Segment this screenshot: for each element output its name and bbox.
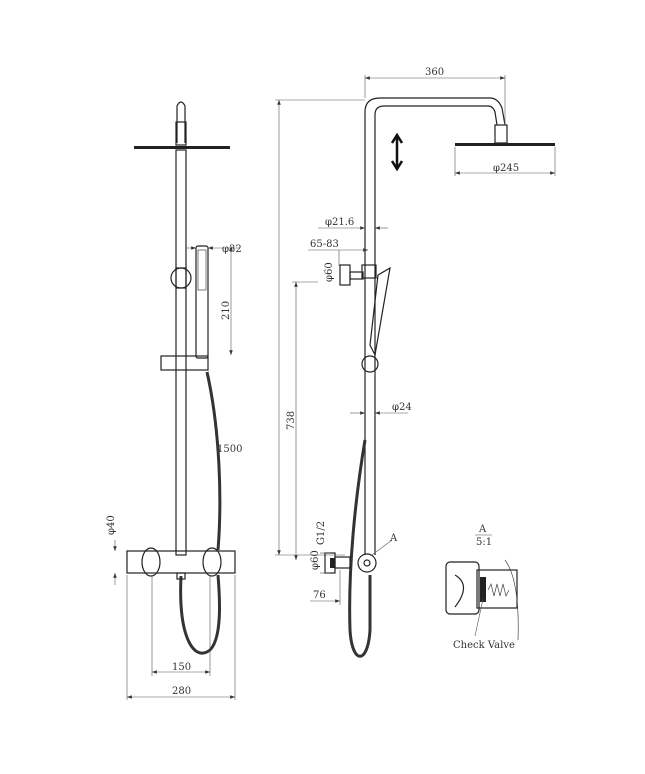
detail-scale: 5:1 <box>476 537 492 548</box>
front-view: φ32 210 1500 φ40 150 280 <box>106 101 242 700</box>
check-valve-label: Check Valve <box>453 640 515 651</box>
slider <box>160 355 209 371</box>
thread-fill <box>330 558 335 568</box>
head-connector <box>175 121 187 146</box>
valve-body <box>476 569 518 609</box>
side-view: 360 φ245 φ21.6 65-83 φ60 738 φ24 A G1/2 … <box>275 67 556 658</box>
slider-knob <box>361 355 379 373</box>
dim-head-diameter: φ245 <box>493 163 519 174</box>
hose-loop <box>179 574 221 655</box>
section-marker: A <box>389 533 398 544</box>
dim-hand-length: 210 <box>221 301 232 320</box>
valve-spring <box>487 582 510 598</box>
hand-shower-front <box>195 245 209 359</box>
dim-hose-length: 1500 <box>217 444 242 455</box>
head-stub <box>176 101 186 143</box>
hose-side <box>348 439 372 658</box>
bracket-clamp <box>361 264 377 279</box>
dim-valve-diameter: φ60 <box>310 550 321 570</box>
bracket-arm <box>349 271 364 280</box>
wall-bracket-upper <box>339 264 351 286</box>
wall-edge <box>504 559 519 641</box>
valve-inlet <box>334 556 351 569</box>
shower-arm <box>364 97 506 555</box>
leader-a <box>371 539 393 556</box>
shower-head-side <box>455 143 555 146</box>
diverter-knob <box>363 559 371 567</box>
height-adjust-arrow-icon <box>390 132 404 172</box>
diverter-body <box>357 553 377 573</box>
dim-upper-pipe: φ21.6 <box>325 217 354 228</box>
dim-hand-diameter: φ32 <box>222 244 242 255</box>
detail-a: A 5:1 Check Valve <box>445 524 519 651</box>
dim-bracket-offset: 65-83 <box>310 239 339 250</box>
hand-shower-nozzles <box>197 249 207 291</box>
dim-pipe-diameter: φ40 <box>106 515 117 535</box>
dim-body-width: 280 <box>172 686 191 697</box>
hose-connector <box>176 572 186 580</box>
pipe-bracket <box>170 267 192 289</box>
valve-seal <box>480 577 486 602</box>
dim-arm-reach: 360 <box>425 67 444 78</box>
valve-ball <box>454 574 465 608</box>
riser-pipe-front <box>175 149 187 556</box>
dim-pipe-24: φ24 <box>392 402 412 413</box>
dim-valve-offset: 76 <box>313 590 326 601</box>
knob-left <box>141 547 161 577</box>
hose-upper <box>205 371 222 551</box>
detail-title: A <box>478 524 487 535</box>
bracket-sleeve <box>175 267 187 289</box>
hand-shower-side <box>369 266 391 357</box>
head-connector-side <box>494 124 508 144</box>
nut-housing <box>445 561 480 615</box>
shower-head-front <box>134 146 230 149</box>
dim-lower-height: 738 <box>286 411 297 430</box>
dim-inlet-spacing: 150 <box>172 662 191 673</box>
dim-thread: G1/2 <box>316 521 327 545</box>
knob-right <box>202 547 222 577</box>
check-valve-leader <box>474 598 484 637</box>
dim-bracket-diameter: φ60 <box>324 262 335 282</box>
